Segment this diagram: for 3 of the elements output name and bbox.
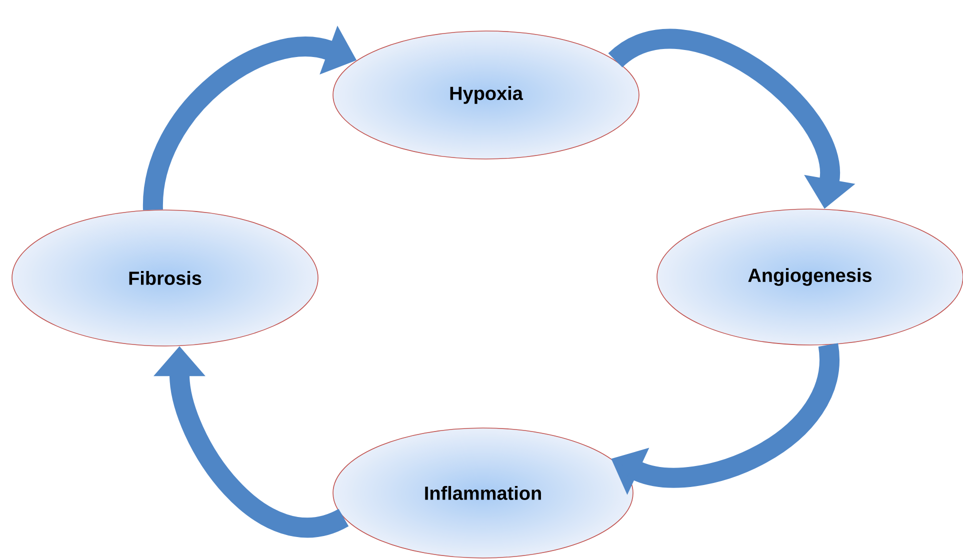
ellipse-node: Fibrosis [12, 210, 318, 346]
ellipse-node: Hypoxia [332, 30, 640, 160]
ellipse-node: Inflammation [332, 428, 634, 558]
